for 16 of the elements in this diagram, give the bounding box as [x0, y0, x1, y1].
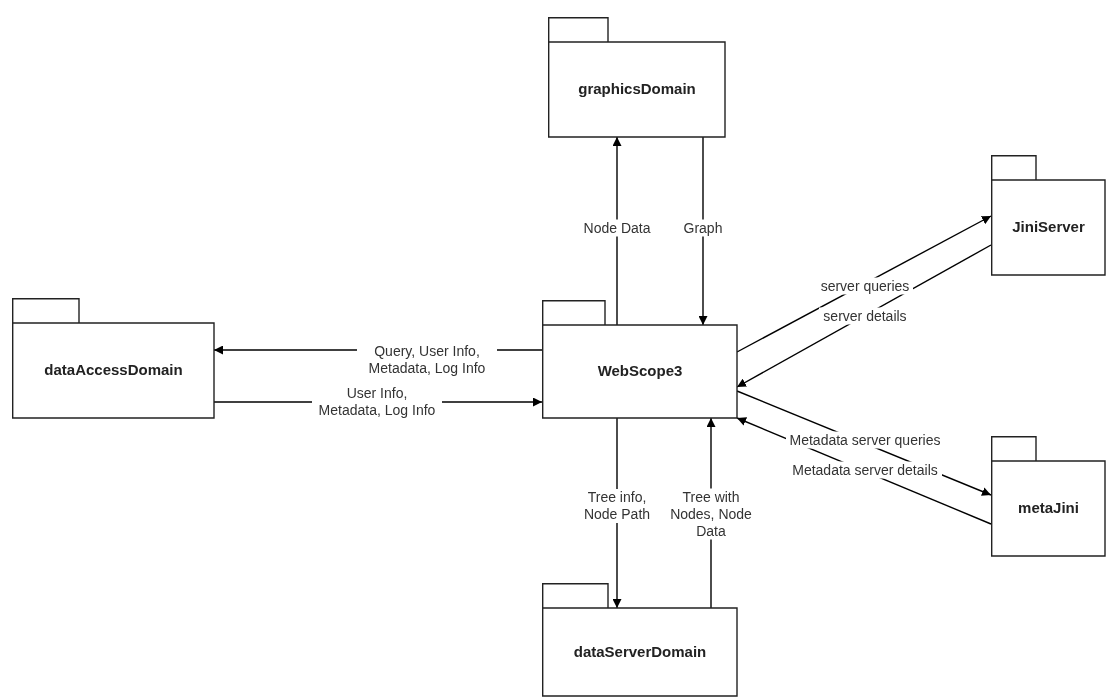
package-box	[548, 17, 726, 138]
package-name: graphicsDomain	[578, 79, 696, 100]
edge-label: User Info, Metadata, Log Info	[312, 385, 442, 419]
package-box	[991, 436, 1106, 557]
arrow	[698, 136, 708, 326]
package-box	[542, 300, 738, 419]
package-name: dataServerDomain	[573, 641, 707, 662]
edge-label: Query, User Info, Metadata, Log Info	[357, 343, 497, 377]
package-name: dataAccessDomain	[44, 360, 183, 381]
arrow	[612, 136, 622, 326]
package-box	[542, 583, 738, 697]
package-box	[12, 298, 215, 419]
package-name: WebScope3	[597, 361, 683, 382]
package-name: metaJini	[1018, 498, 1079, 519]
package-name: JiniServer	[1012, 217, 1085, 238]
package-box	[991, 155, 1106, 276]
